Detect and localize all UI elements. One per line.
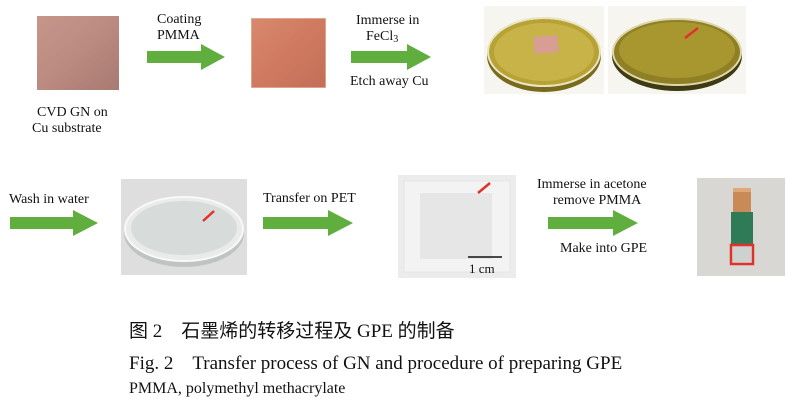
photo-cvd-gn-on-cu — [37, 16, 119, 90]
arrow2-label-line2: FeCl3 — [366, 29, 399, 45]
arrow-right-icon — [10, 210, 98, 236]
arrow5-label-line1: Immerse in acetone — [537, 177, 647, 192]
scale-bar-label: 1 cm — [469, 261, 495, 276]
arrow2-label-below: Etch away Cu — [350, 74, 429, 89]
photo-etching-dish-1 — [484, 6, 604, 94]
photo-water-dish — [121, 179, 247, 275]
arrow5-label-line2: remove PMMA — [553, 193, 642, 208]
step1-label-line2: Cu substrate — [32, 121, 102, 136]
step1-label-line1: CVD GN on — [37, 105, 108, 120]
caption-cn: 图 2 石墨烯的转移过程及 GPE 的制备 — [129, 321, 455, 342]
caption-en: Fig. 2 Transfer process of GN and proced… — [129, 353, 623, 374]
caption-abbrev: PMMA, polymethyl methacrylate — [129, 380, 346, 397]
arrow-right-icon — [351, 44, 431, 70]
arrow3-label: Wash in water — [9, 192, 89, 207]
arrow4-label: Transfer on PET — [263, 191, 356, 206]
photo-gpe-electrode — [697, 178, 785, 276]
arrow-right-icon — [263, 210, 353, 236]
arrow-right-icon — [548, 210, 638, 236]
photo-gn-on-pet — [398, 175, 516, 278]
arrow2-label-line1: Immerse in — [356, 13, 420, 28]
arrow5-label-below: Make into GPE — [560, 241, 648, 256]
arrow1-label-line1: Coating — [157, 12, 202, 27]
arrow1-label-line2: PMMA — [157, 28, 200, 43]
photo-pmma-coated-cu — [250, 17, 327, 89]
arrow-right-icon — [147, 44, 225, 70]
photo-etching-dish-2 — [608, 6, 746, 94]
